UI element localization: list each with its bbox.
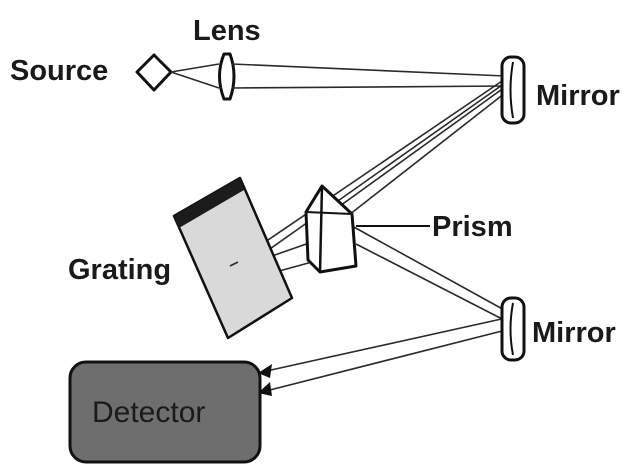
light-beams xyxy=(170,63,509,393)
beam-lens-mirror xyxy=(231,85,506,89)
beam-mirror-detector xyxy=(261,329,507,393)
beam-on-grating xyxy=(229,261,239,267)
detector: Detector xyxy=(68,360,262,464)
beam-prism-mirror xyxy=(355,243,509,323)
source xyxy=(135,53,173,92)
mirror-bottom xyxy=(500,296,526,362)
mirror-bottom-icon xyxy=(500,296,526,362)
prism-label: Prism xyxy=(432,211,513,243)
mirror-top-icon xyxy=(500,55,526,125)
prism-edge xyxy=(318,185,324,273)
source-diamond-icon xyxy=(135,53,173,92)
grating-icon xyxy=(172,176,294,340)
lens xyxy=(218,52,236,101)
prism-edge xyxy=(305,211,353,215)
beam-mirror-detector xyxy=(261,317,507,373)
beam-mirror-grating xyxy=(239,78,506,260)
detector-label: Detector xyxy=(92,396,205,429)
grating xyxy=(172,176,294,340)
lens-icon xyxy=(218,52,236,101)
arrowhead-icon xyxy=(258,364,272,378)
mirror-top xyxy=(500,55,526,125)
beam-mirror-prism xyxy=(339,92,506,223)
beam-prism-mirror xyxy=(351,225,509,313)
beam-source-lens xyxy=(170,63,220,73)
mirror-bottom-face xyxy=(509,302,514,356)
beam-source-lens xyxy=(170,71,220,89)
detector-box xyxy=(68,360,262,464)
prism-edge xyxy=(307,259,321,273)
grating-top-edge xyxy=(174,178,244,228)
lens-label: Lens xyxy=(193,15,261,47)
mirror-top-label: Mirror xyxy=(536,80,620,112)
beam-mirror-grating xyxy=(249,82,506,264)
mirror-top-face xyxy=(509,61,514,119)
beam-mirror-prism xyxy=(325,86,506,217)
beam-lens-mirror xyxy=(231,63,506,77)
source-label: Source xyxy=(10,55,108,87)
prism xyxy=(304,184,358,274)
grating-label: Grating xyxy=(68,254,171,286)
mirror-bottom-label: Mirror xyxy=(532,317,616,349)
